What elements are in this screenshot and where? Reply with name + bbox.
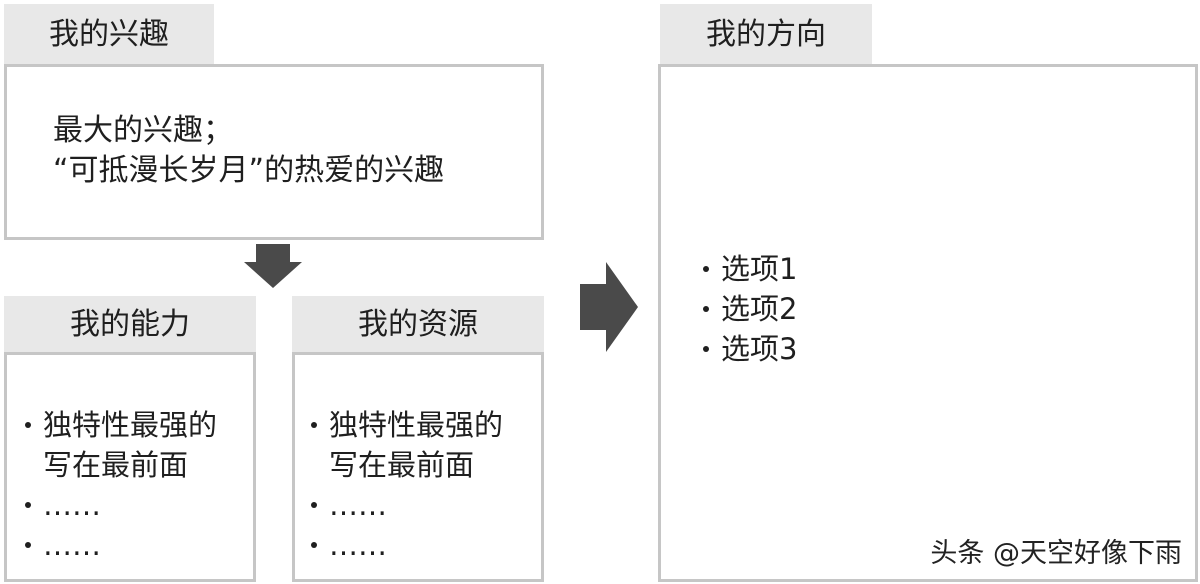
interest-title: 我的兴趣 [49, 17, 169, 52]
resources-box: 独特性最强的写在最前面 …… …… [292, 352, 544, 582]
resources-item: …… [307, 525, 529, 565]
watermark: 头条 @天空好像下雨 [930, 538, 1182, 569]
ability-item: 独特性最强的写在最前面 [21, 405, 243, 485]
direction-option: 选项3 [699, 329, 797, 369]
resources-title-tab: 我的资源 [292, 296, 544, 354]
direction-title-tab: 我的方向 [660, 4, 872, 66]
ability-item: …… [21, 485, 243, 525]
direction-option: 选项2 [699, 289, 797, 329]
direction-box: 选项1 选项2 选项3 [658, 64, 1198, 582]
resources-item: 独特性最强的写在最前面 [307, 405, 529, 485]
direction-option: 选项1 [699, 249, 797, 289]
resources-title: 我的资源 [358, 307, 478, 342]
ability-title: 我的能力 [70, 307, 190, 342]
right-arrow-icon [580, 262, 638, 352]
interest-box: 最大的兴趣； “可抵漫长岁月”的热爱的兴趣 [4, 64, 544, 240]
direction-title: 我的方向 [706, 17, 826, 52]
ability-item: …… [21, 525, 243, 565]
down-arrow-icon [244, 244, 302, 288]
interest-line-1: 最大的兴趣； [53, 113, 233, 148]
ability-title-tab: 我的能力 [4, 296, 256, 354]
resources-item: …… [307, 485, 529, 525]
interest-title-tab: 我的兴趣 [4, 4, 214, 66]
interest-line-2: “可抵漫长岁月”的热爱的兴趣 [53, 153, 445, 188]
ability-box: 独特性最强的写在最前面 …… …… [4, 352, 256, 582]
